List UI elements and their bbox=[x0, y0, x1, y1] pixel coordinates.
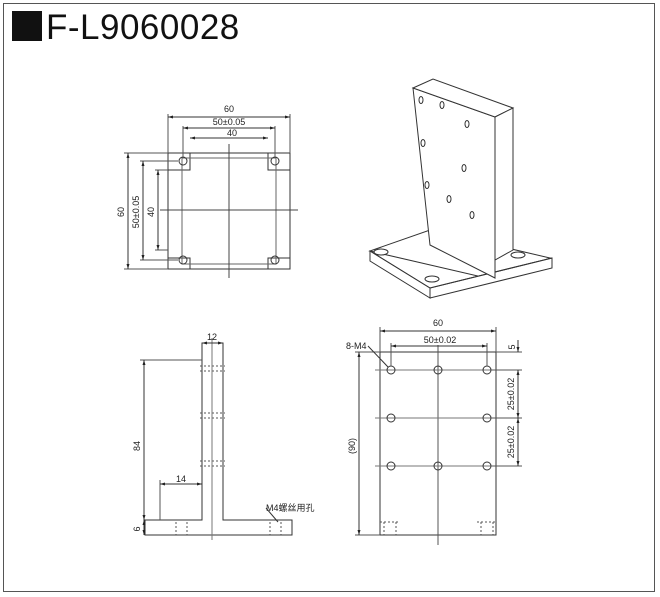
top-corner-lines bbox=[168, 153, 290, 269]
isometric-view bbox=[368, 78, 553, 299]
front-dim-5: 5 bbox=[507, 344, 517, 349]
top-hole bbox=[178, 255, 188, 265]
top-dim-50-v: 50±0.05 bbox=[131, 196, 141, 228]
side-dim-12: 12 bbox=[207, 332, 217, 342]
top-dim-40: 40 bbox=[227, 128, 237, 138]
title-square-icon bbox=[12, 11, 42, 41]
top-dim-60: 60 bbox=[224, 104, 234, 114]
front-dim-25-b: 25±0.02 bbox=[506, 426, 516, 458]
side-note: M4螺丝用孔 bbox=[266, 502, 315, 513]
front-view bbox=[355, 327, 522, 545]
drawing-frame bbox=[3, 3, 655, 592]
side-view bbox=[140, 338, 293, 540]
top-dim-40-v: 40 bbox=[146, 207, 156, 217]
front-dim-60: 60 bbox=[433, 318, 443, 328]
top-dim-50: 50±0.05 bbox=[213, 117, 245, 127]
front-holes-label: 8-M4 bbox=[346, 341, 367, 351]
side-dim-14: 14 bbox=[176, 474, 186, 484]
iso-base-hole bbox=[373, 248, 389, 256]
side-dim-84: 84 bbox=[132, 441, 142, 451]
top-view bbox=[124, 114, 298, 278]
iso-plate-holes bbox=[418, 96, 475, 219]
front-dim-90: (90) bbox=[347, 438, 357, 454]
top-hole bbox=[270, 255, 280, 265]
side-outline bbox=[144, 342, 293, 536]
iso-plate-side bbox=[494, 107, 514, 261]
front-dim-25-a: 25±0.02 bbox=[506, 378, 516, 410]
top-dim-60-v: 60 bbox=[116, 207, 126, 217]
iso-base-hole bbox=[424, 275, 440, 283]
iso-base-hole bbox=[510, 251, 526, 259]
part-title: F-L9060028 bbox=[12, 8, 240, 48]
front-dim-50: 50±0.02 bbox=[424, 335, 456, 345]
side-dim-6: 6 bbox=[132, 526, 142, 531]
part-number: F-L9060028 bbox=[46, 8, 240, 47]
